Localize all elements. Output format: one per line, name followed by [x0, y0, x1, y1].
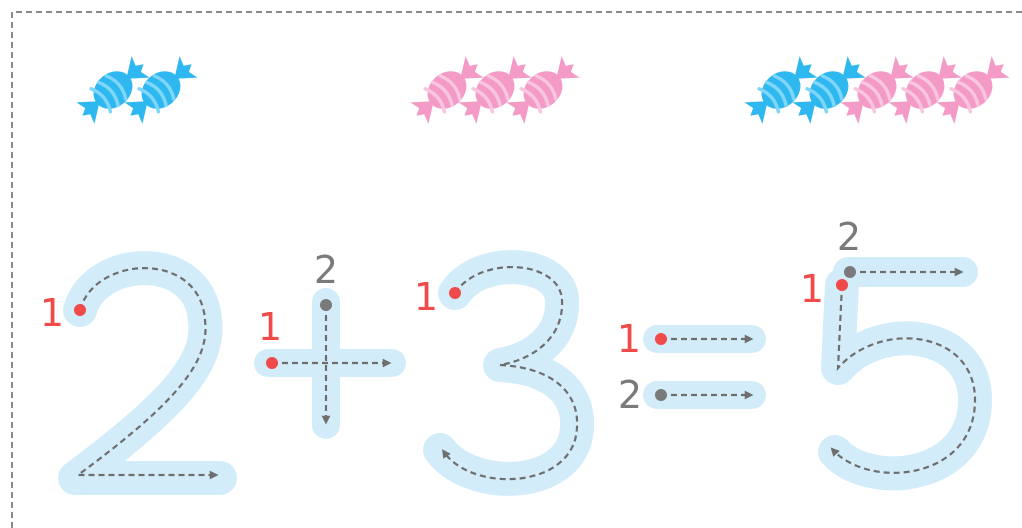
- candy-icon: [124, 56, 198, 124]
- plus-sign-tracing[interactable]: 1 2: [254, 248, 406, 439]
- digit-3-guide-path: [442, 265, 579, 481]
- digit-2-stroke-1-label: 1: [40, 291, 64, 335]
- candy-icon: [744, 56, 818, 124]
- candy-group-three: [410, 56, 580, 124]
- worksheet-border: [11, 11, 1022, 528]
- digit-2-outline: [58, 251, 237, 495]
- candy-group-five: [744, 56, 1010, 124]
- digit-3-outline: [423, 250, 595, 496]
- candy-icon: [888, 56, 962, 124]
- plus-stroke-2-label: 2: [314, 248, 338, 292]
- candy-icon: [506, 56, 580, 124]
- digit-5-stroke-1-label: 1: [800, 267, 824, 311]
- candy-icon: [458, 56, 532, 124]
- digit-5-body-outline: [818, 268, 992, 491]
- equals-sign-tracing[interactable]: 1 2: [617, 317, 766, 417]
- candy-group-two: [76, 56, 198, 124]
- digit-3-tracing[interactable]: 1: [414, 250, 595, 496]
- digit-5-stroke-2-start-dot: [844, 266, 856, 278]
- plus-stroke-2-start-dot: [320, 299, 332, 311]
- digit-3-stroke-1-label: 1: [414, 275, 438, 319]
- equals-stroke-1-label: 1: [617, 317, 641, 361]
- candy-icon: [936, 56, 1010, 124]
- plus-stroke-1-start-dot: [266, 357, 278, 369]
- digit-2-guide-path: [74, 267, 219, 480]
- plus-stroke-1-label: 1: [258, 305, 282, 349]
- digit-3-start-dot: [449, 287, 461, 299]
- digit-5-stroke-1-start-dot: [836, 279, 848, 291]
- candy-icon: [840, 56, 914, 124]
- digit-5-stroke-1-guide: [830, 284, 977, 474]
- digit-5-tracing[interactable]: 1 2: [800, 215, 992, 491]
- equals-stroke-2-start-dot: [655, 389, 667, 401]
- equals-stroke-2-label: 2: [618, 373, 642, 417]
- digit-5-stroke-2-label: 2: [837, 215, 861, 259]
- candy-icon: [410, 56, 484, 124]
- digit-2-start-dot: [74, 304, 86, 316]
- candy-icon: [792, 56, 866, 124]
- digit-2-tracing[interactable]: 1: [40, 251, 237, 495]
- equals-stroke-1-start-dot: [655, 333, 667, 345]
- candy-icon: [76, 56, 150, 124]
